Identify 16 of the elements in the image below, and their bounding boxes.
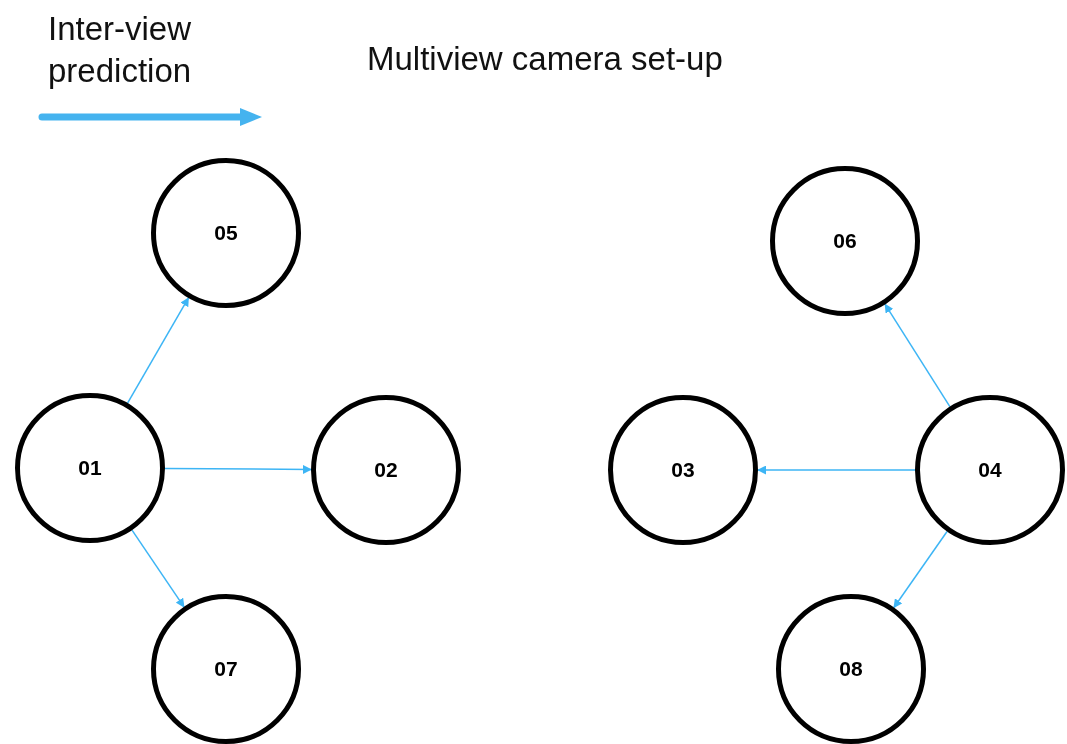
node-label: 04 [978, 458, 1002, 482]
node-label: 05 [214, 221, 238, 245]
arrow [126, 297, 190, 404]
legend-label: Inter-view prediction [48, 9, 193, 91]
arrow [893, 530, 948, 609]
node-label: 08 [839, 657, 863, 681]
arrow [884, 303, 951, 408]
node-label: 03 [671, 458, 695, 482]
node-label: 01 [78, 456, 102, 480]
node-label: 06 [833, 229, 857, 253]
arrow [164, 464, 312, 474]
arrow [131, 529, 185, 608]
node-label: 07 [214, 657, 238, 681]
diagram-title: Multiview camera set-up [367, 40, 723, 78]
node-label: 02 [374, 458, 398, 482]
arrow [757, 465, 916, 475]
